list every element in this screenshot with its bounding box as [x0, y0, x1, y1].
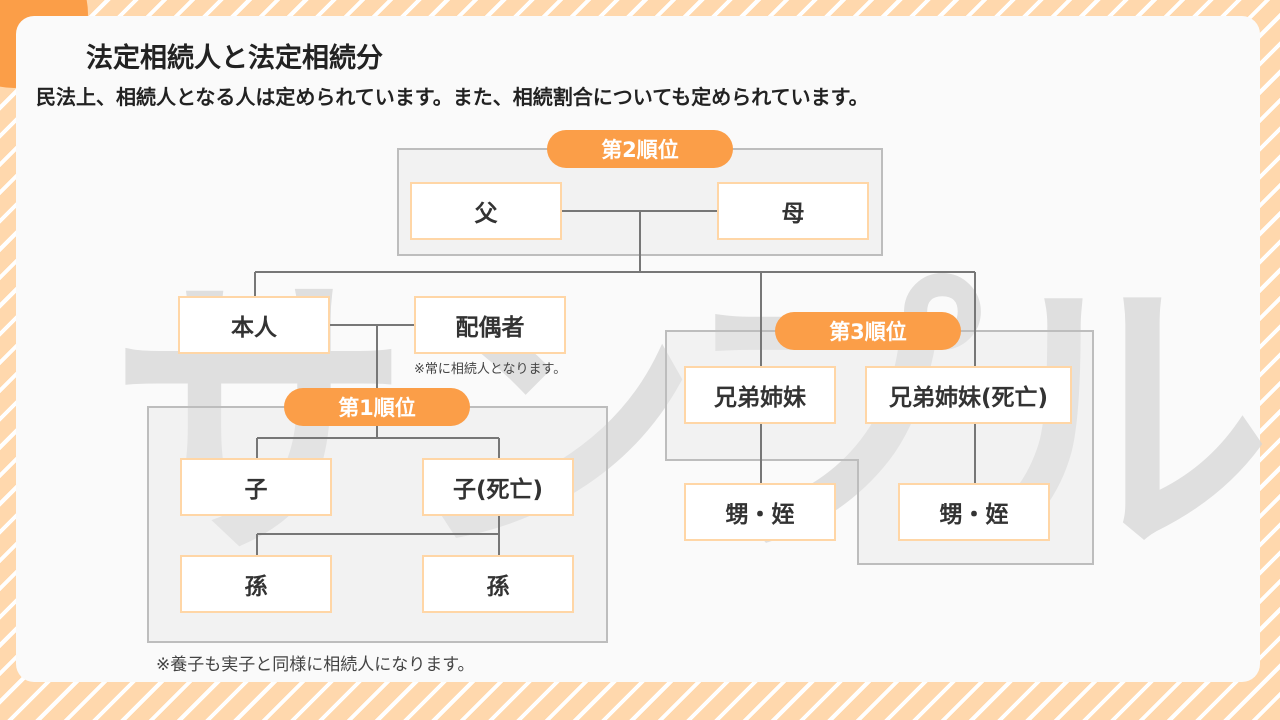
rank2-label: 第2順位	[547, 130, 733, 168]
rank3-label: 第3順位	[775, 312, 961, 350]
spouse-box: 配偶者	[414, 296, 566, 354]
self-box: 本人	[178, 296, 330, 354]
grandchild-box-2: 孫	[422, 555, 574, 613]
father-box: 父	[410, 182, 562, 240]
grandchild-box-1: 孫	[180, 555, 332, 613]
nephew-niece-box-1: 甥・姪	[684, 483, 836, 541]
rank1-label: 第1順位	[284, 388, 470, 426]
child-box: 子	[180, 458, 332, 516]
page-subtitle: 民法上、相続人となる人は定められています。また、相続割合についても定められていま…	[36, 85, 869, 109]
child-deceased-box: 子(死亡)	[422, 458, 574, 516]
sibling-box: 兄弟姉妹	[684, 366, 836, 424]
spouse-note: ※常に相続人となります。	[414, 362, 567, 377]
adoption-note: ※養子も実子と同様に相続人になります。	[156, 655, 475, 675]
sibling-deceased-box: 兄弟姉妹(死亡)	[865, 366, 1072, 424]
page-title: 法定相続人と法定相続分	[86, 43, 383, 74]
mother-box: 母	[717, 182, 869, 240]
nephew-niece-box-2: 甥・姪	[898, 483, 1050, 541]
